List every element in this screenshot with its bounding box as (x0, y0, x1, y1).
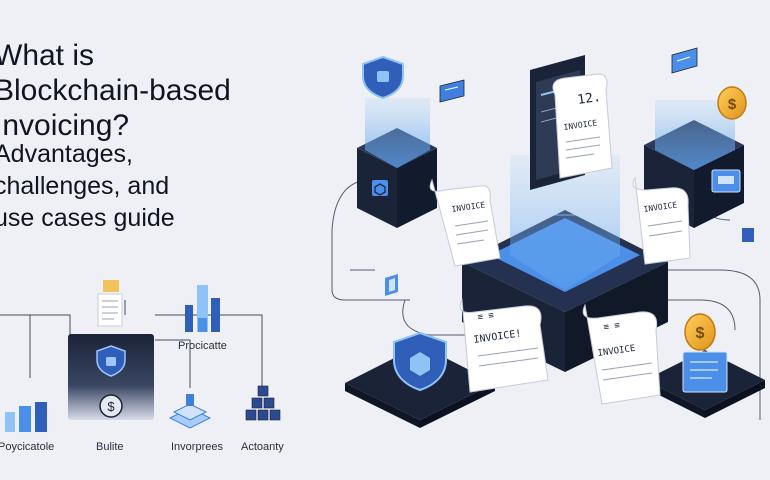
title-line-2: Blockchain-based (0, 74, 231, 107)
subtitle-line-1: Advantages, (0, 140, 133, 168)
cube-pyramid-icon (245, 385, 281, 421)
security-panel (68, 334, 154, 420)
small-receipt-icon (97, 280, 123, 327)
main-invoice-receipt: 12. INVOICE (552, 73, 613, 179)
right-invoice-receipt: INVOICE (632, 176, 691, 265)
left-invoice-receipt: INVOICE (429, 178, 501, 267)
bar-chart-icon (5, 402, 47, 432)
caption-actoanty: Actoanty (241, 441, 284, 453)
small-card-icon (439, 79, 465, 103)
lower-right-base (645, 350, 765, 418)
small-cube-icon-left (385, 274, 398, 296)
lower-left-invoice-receipt: ≡ ≡ INVOICE! (459, 298, 549, 393)
blue-bar-stack-icon (185, 285, 220, 332)
dollar-glyph-bottom: $ (696, 325, 705, 342)
shield-icon (96, 345, 126, 377)
caption-invorprees: Invorprees (171, 441, 223, 453)
small-card-icon-top-right (671, 47, 698, 74)
invoice-number: 12. (576, 90, 601, 108)
title-line-3: Invoicing? (0, 109, 130, 142)
subtitle-line-3: use cases guide (0, 204, 175, 232)
title-line-1: What is (0, 39, 95, 72)
lower-right-invoice-receipt: ≡ ≡ INVOICE (582, 303, 661, 405)
page-title: What is Blockchain-based Invoicing? (0, 38, 304, 143)
caption-bulite: Bulite (96, 441, 124, 453)
caption-procicatte: Procicatte (178, 340, 227, 352)
shield-icon-top (362, 55, 404, 100)
dollar-coin-icon: $ (99, 394, 123, 418)
subtitle-line-2: challenges, and (0, 172, 170, 200)
dollar-coin-icon-bottom: $ (684, 313, 716, 351)
dollar-glyph-top: $ (728, 96, 737, 113)
shield-icon-bottom (393, 331, 447, 392)
layer-stack-icon (168, 394, 212, 429)
svg-text:≡ ≡: ≡ ≡ (477, 311, 495, 323)
dollar-glyph: $ (107, 399, 115, 414)
dollar-coin-icon-top: $ (717, 86, 747, 120)
svg-text:≡ ≡: ≡ ≡ (603, 321, 621, 333)
page-subtitle: Advantages, challenges, and use cases gu… (0, 138, 304, 234)
caption-poycicatole: Poycicatole (0, 441, 55, 453)
small-cube-icon-right (742, 228, 754, 242)
top-left-node (357, 98, 437, 228)
